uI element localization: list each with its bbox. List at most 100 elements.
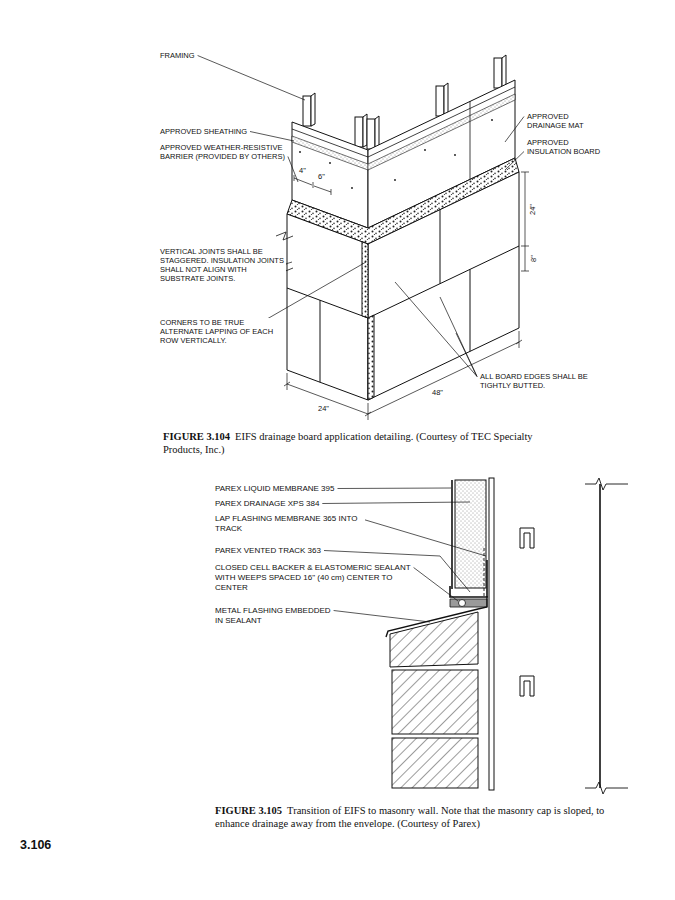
figure-caption: FIGURE 3.104EIFS drainage board applicat… (163, 430, 535, 456)
masonry-wall (390, 612, 478, 667)
callout-label: VERTICAL JOINTS SHALL BE STAGGERED. INSU… (160, 247, 286, 283)
leader-line (414, 568, 458, 602)
leader-line (288, 157, 298, 183)
leader-line (456, 333, 477, 377)
dimension-lines (516, 340, 522, 344)
wall-framing (585, 478, 628, 490)
dimension-label: 24" (318, 404, 329, 413)
callout-label: METAL FLASHING EMBEDDED IN SEALANT (215, 606, 333, 626)
masonry-wall (392, 738, 478, 788)
callout-label: CLOSED CELL BACKER & ELASTOMERIC SEALANT… (215, 563, 413, 593)
eifs-section (450, 560, 487, 597)
dimension-label: 24" (528, 203, 537, 214)
callout-label: APPROVED WEATHER-RESISTIVE BARRIER (PROV… (160, 143, 286, 161)
leader-line (322, 502, 470, 504)
dimension-lines (287, 373, 288, 390)
framing-studs (367, 119, 375, 149)
figure-number: FIGURE 3.105 (215, 805, 282, 816)
callout-label: APPROVED INSULATION BOARD (527, 138, 607, 156)
leader-line (505, 117, 524, 143)
fasteners (424, 149, 426, 151)
callout-label: PAREX DRAINAGE XPS 384 (215, 499, 319, 509)
fasteners (394, 179, 396, 181)
framing-studs (494, 58, 502, 88)
wall-framing (520, 478, 628, 794)
break-lines (276, 232, 293, 240)
dimension-lines (365, 412, 371, 416)
dimension-lines (519, 331, 520, 348)
framing-studs (355, 117, 363, 147)
callout-label: PAREX VENTED TRACK 363 (215, 546, 321, 556)
page-number: 3.106 (20, 838, 51, 853)
insulation-boards (440, 210, 441, 284)
top-dimension-lines (294, 175, 331, 195)
insulation-boards (470, 269, 471, 351)
callout-label: CORNERS TO BE TRUE ALTERNATE LAPPING OF … (160, 318, 286, 345)
framing-studs (303, 96, 311, 126)
insulation-boards (287, 246, 519, 318)
insulation-boards (320, 300, 321, 382)
framing-studs (436, 86, 444, 116)
framing-studs (311, 93, 315, 126)
eifs-section (455, 480, 486, 588)
top-dimension-lines (313, 182, 314, 188)
sheathing (470, 101, 471, 179)
leader-line (360, 519, 486, 557)
dimension-label: 8" (529, 255, 538, 262)
top-dimension-lines (314, 186, 331, 192)
top-dimension-lines (331, 189, 332, 195)
eifs-section (450, 599, 487, 607)
eifs-section (386, 478, 494, 790)
leader-line (505, 152, 524, 171)
sheathing (292, 87, 515, 157)
dimension-lines (368, 403, 369, 420)
fasteners (299, 119, 493, 189)
dimension-lines (287, 384, 368, 414)
wall-framing (520, 528, 534, 548)
leader-line (198, 56, 305, 101)
dimension-lines (525, 172, 526, 271)
sheathing (292, 136, 368, 170)
leader-line (440, 297, 477, 377)
callout-label: APPROVED SHEATHING (160, 127, 247, 136)
framing-studs (502, 55, 506, 88)
leader-line (395, 282, 477, 377)
wall-framing (585, 782, 628, 794)
insulation-boards (368, 172, 519, 400)
figure-caption: FIGURE 3.105Transition of EIFS to masonr… (215, 804, 627, 830)
callout-label: PAREX LIQUID MEMBRANE 395 (215, 484, 334, 494)
fasteners (351, 187, 353, 189)
insulation-boards (287, 172, 519, 400)
eifs-section (451, 480, 453, 589)
dimension-lines (284, 382, 290, 386)
fasteners (299, 151, 301, 153)
framing-studs (444, 83, 448, 116)
framing-studs (363, 114, 367, 147)
leader-line (338, 488, 452, 490)
eifs-section (489, 478, 494, 790)
masonry-wall (390, 612, 478, 788)
fasteners (329, 162, 331, 164)
eifs-section (459, 600, 466, 607)
fasteners (454, 154, 456, 156)
leader-line (334, 611, 430, 623)
fasteners (491, 119, 493, 121)
callout-label: ALL BOARD EDGES SHALL BE TIGHTLY BUTTED. (480, 372, 612, 390)
callout-label: APPROVED DRAINAGE MAT (527, 112, 607, 130)
wall-framing (520, 676, 534, 696)
leader-line (250, 132, 294, 142)
top-dimension-lines (294, 175, 295, 181)
insulation-boards (368, 315, 374, 400)
dimension-label: 48" (432, 388, 443, 397)
figure-number: FIGURE 3.104 (163, 431, 230, 442)
callout-label: LAP FLASHING MEMBRANE 365 INTO TRACK (215, 514, 365, 534)
framing-studs (375, 116, 379, 149)
dimension-label: 6" (318, 172, 325, 181)
sheathing (368, 94, 515, 170)
callout-label: FRAMING (160, 51, 195, 60)
insulation-boards (362, 242, 368, 318)
dimension-label: 4" (299, 166, 306, 175)
masonry-wall (392, 670, 478, 734)
